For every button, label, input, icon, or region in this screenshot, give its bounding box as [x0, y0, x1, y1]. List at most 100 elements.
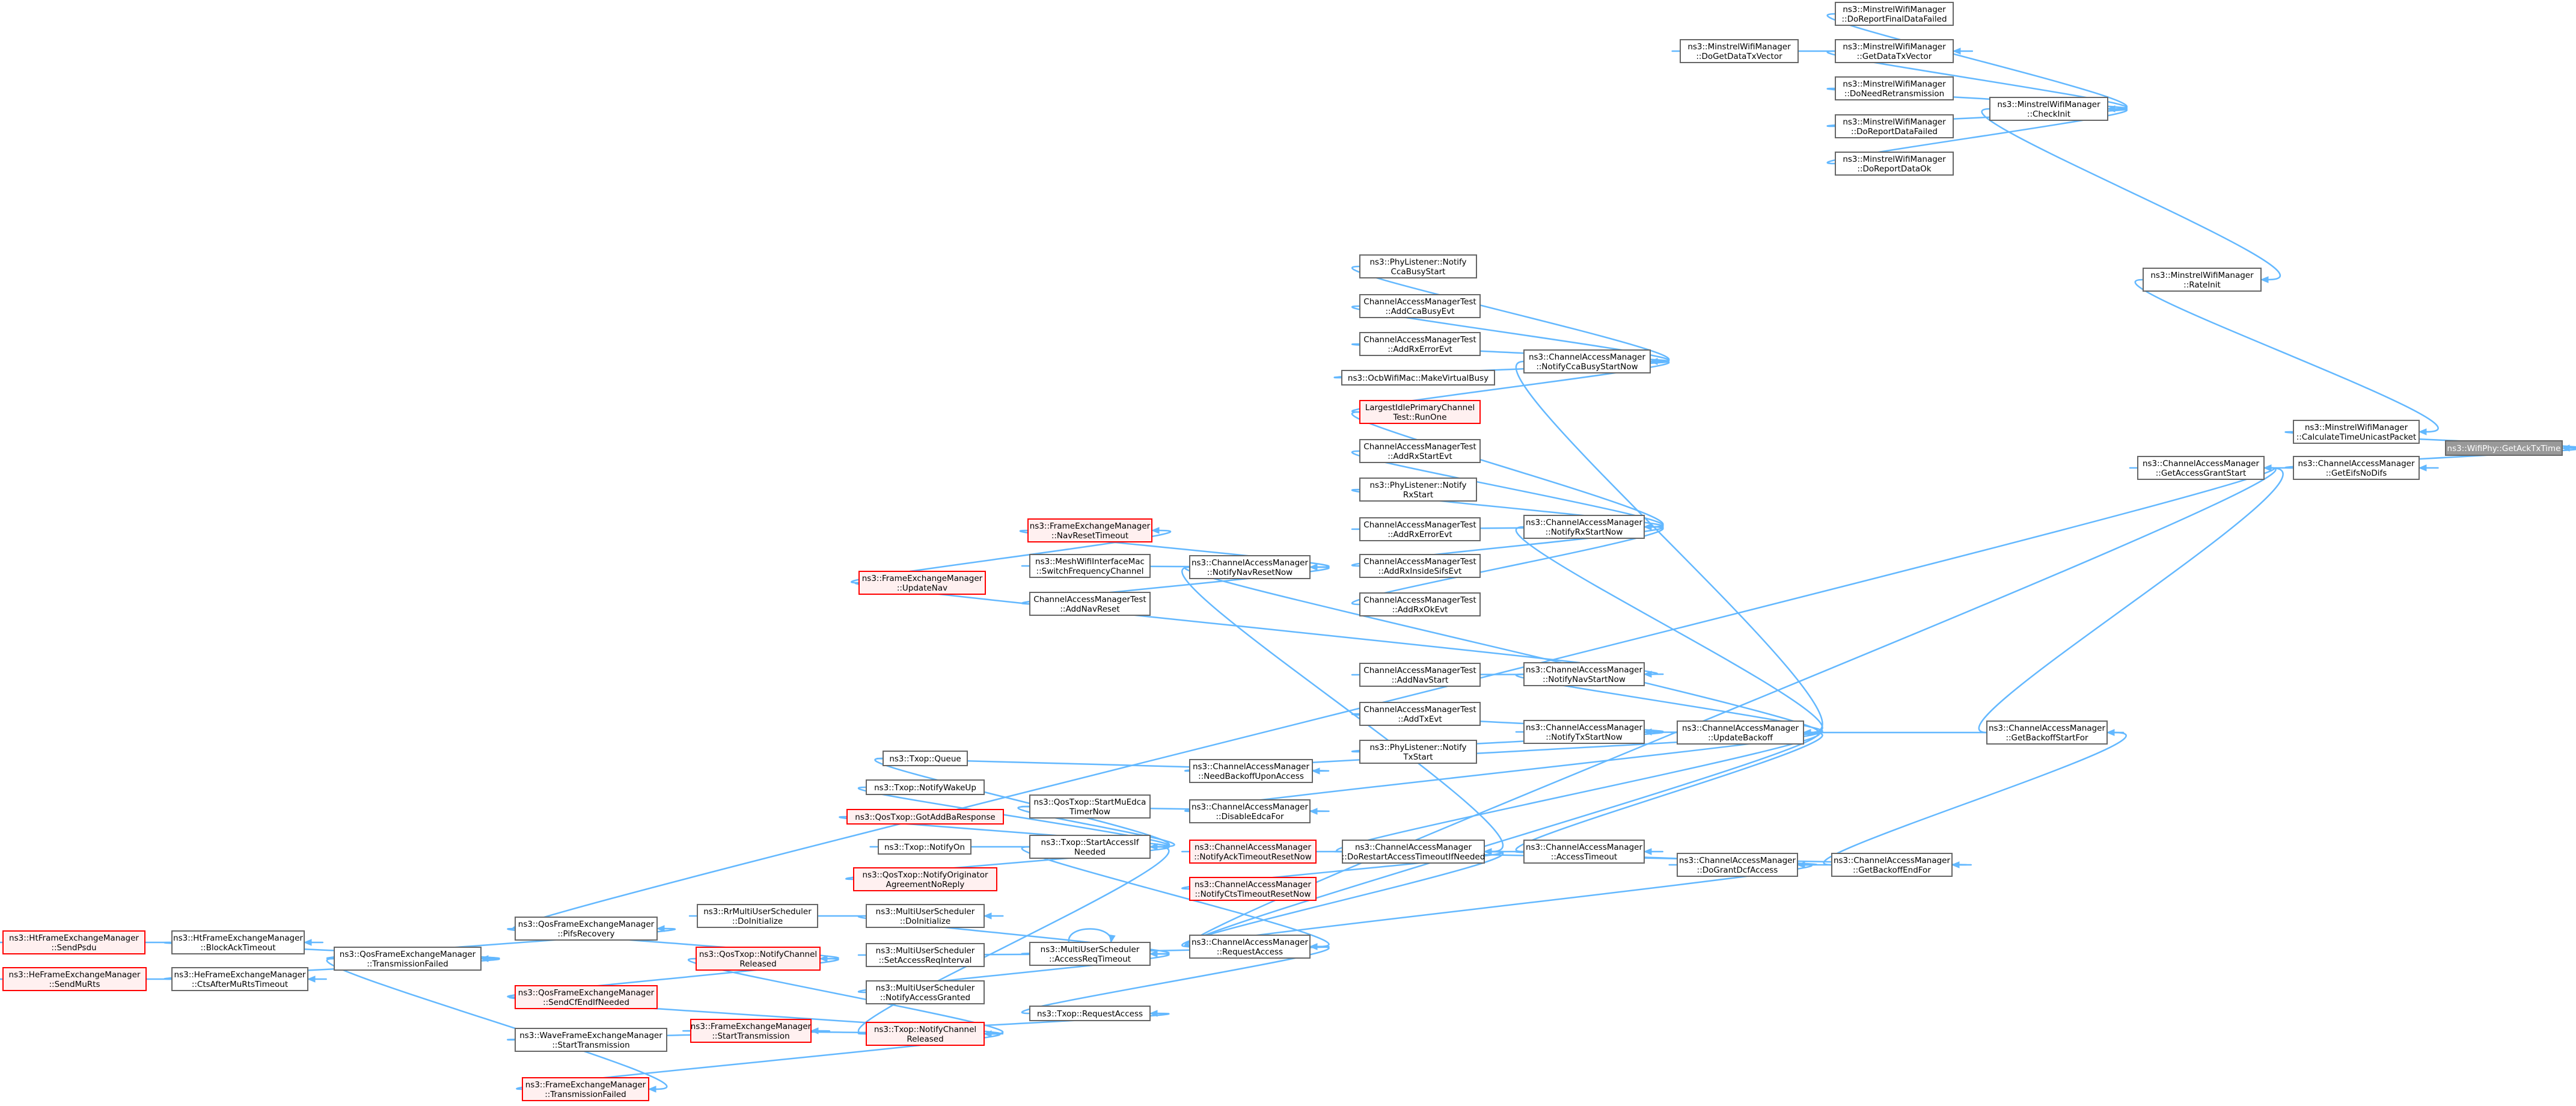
graph-node-txopqueue[interactable]: ns3::Txop::Queue — [883, 751, 968, 766]
graph-node-notifyrxstart[interactable]: ns3::ChannelAccessManager::NotifyRxStart… — [1523, 515, 1645, 539]
edge-line — [1515, 673, 1823, 734]
graph-node-txopnotifyon[interactable]: ns3::Txop::NotifyOn — [878, 839, 971, 855]
graph-node-notifyctstimeout[interactable]: ns3::ChannelAccessManager::NotifyCtsTime… — [1189, 877, 1317, 901]
graph-node-munotifygranted[interactable]: ns3::MultiUserScheduler::NotifyAccessGra… — [866, 980, 985, 1004]
graph-node-notifynavreset[interactable]: ns3::ChannelAccessManager::NotifyNavRese… — [1189, 555, 1311, 579]
graph-node-getacktxtime[interactable]: ns3::WifiPhy::GetAckTxTime — [2445, 440, 2563, 456]
graph-node-muaccessreqtimeout[interactable]: ns3::MultiUserScheduler::AccessReqTimeou… — [1029, 942, 1151, 966]
graph-node-doreportdatafailed[interactable]: ns3::MinstrelWifiManager::DoReportDataFa… — [1835, 114, 1954, 138]
edge-arrowhead — [2106, 105, 2116, 112]
graph-node-hefemctsafter[interactable]: ns3::HeFrameExchangeManager::CtsAfterMuR… — [171, 967, 308, 991]
graph-node-notifyacktimeout[interactable]: ns3::ChannelAccessManager::NotifyAckTime… — [1189, 840, 1317, 864]
edge-line — [858, 786, 1170, 848]
graph-node-mudoinit[interactable]: ns3::MultiUserScheduler::DoInitialize — [866, 904, 985, 928]
graph-node-htfemsendpsdu[interactable]: ns3::HtFrameExchangeManager::SendPsdu — [2, 930, 145, 954]
graph-node-doneedretx[interactable]: ns3::MinstrelWifiManager::DoNeedRetransm… — [1835, 76, 1954, 100]
graph-node-dorestart[interactable]: ns3::ChannelAccessManager::DoRestartAcce… — [1342, 840, 1485, 864]
edge-line — [1826, 108, 2128, 165]
graph-node-notifynavstart[interactable]: ns3::ChannelAccessManager::NotifyNavStar… — [1523, 662, 1645, 686]
graph-node-checkinit[interactable]: ns3::MinstrelWifiManager::CheckInit — [1989, 97, 2108, 121]
node-box — [1523, 720, 1645, 744]
graph-node-getaccessgrantstart[interactable]: ns3::ChannelAccessManager::GetAccessGran… — [2137, 456, 2265, 480]
edge-arrowhead — [1951, 861, 1960, 868]
graph-node-rateinit[interactable]: ns3::MinstrelWifiManager::RateInit — [2143, 268, 2262, 292]
graph-node-htfemblockack[interactable]: ns3::HtFrameExchangeManager::BlockAckTim… — [171, 930, 305, 954]
node-box — [171, 967, 308, 991]
graph-node-testaddtx[interactable]: ChannelAccessManagerTest::AddTxEvt — [1359, 702, 1481, 726]
node-box — [1359, 294, 1481, 318]
graph-node-txopnotifywake[interactable]: ns3::Txop::NotifyWakeUp — [866, 779, 985, 795]
graph-edge-notifyrxstart-to-updatebackoff — [1516, 526, 1823, 736]
node-box — [2293, 420, 2420, 444]
node-label-line: ::AddRxErrorEvt — [1387, 345, 1452, 354]
graph-node-qosfemsendcf[interactable]: ns3::QosFrameExchangeManager::SendCfEndI… — [515, 985, 658, 1009]
graph-node-geteifsnodifs[interactable]: ns3::ChannelAccessManager::GetEifsNoDifs — [2293, 456, 2420, 480]
node-label-line: ::AddCcaBusyEvt — [1385, 307, 1454, 316]
edge-arrowhead — [1649, 358, 1658, 365]
node-box — [1029, 835, 1151, 859]
graph-node-notifyccabusy[interactable]: ns3::ChannelAccessManager::NotifyCcaBusy… — [1523, 349, 1651, 373]
graph-node-testaddnavreset[interactable]: ChannelAccessManagerTest::AddNavReset — [1029, 592, 1151, 616]
graph-node-testaddnavstart[interactable]: ChannelAccessManagerTest::AddNavStart — [1359, 663, 1481, 687]
graph-node-qosfemtxfailed[interactable]: ns3::QosFrameExchangeManager::Transmissi… — [334, 947, 482, 971]
graph-node-rrmudoinit[interactable]: ns3::RrMultiUserScheduler::DoInitialize — [697, 904, 818, 928]
graph-node-notifytxstart[interactable]: ns3::ChannelAccessManager::NotifyTxStart… — [1523, 720, 1645, 744]
node-box — [1986, 720, 2108, 745]
graph-node-phyrxstart[interactable]: ns3::PhyListener::NotifyRxStart — [1359, 478, 1477, 502]
node-box — [515, 985, 658, 1009]
graph-node-doreportdataok[interactable]: ns3::MinstrelWifiManager::DoReportDataOk — [1835, 152, 1954, 176]
graph-edge-checkinit-to-rateinit — [1981, 108, 2281, 283]
graph-node-hefemsendmurts[interactable]: ns3::HeFrameExchangeManager::SendMuRts — [2, 967, 147, 991]
graph-node-testaddrxinside[interactable]: ChannelAccessManagerTest::AddRxInsideSif… — [1359, 554, 1481, 578]
graph-edge-largestidle-to-notifyrxstart — [1351, 411, 1664, 530]
node-label-line: ::AddNavReset — [1060, 604, 1119, 614]
edge-line — [1351, 343, 1670, 363]
edge-line — [1184, 566, 1819, 734]
graph-node-getbackoffstartfor[interactable]: ns3::ChannelAccessManager::GetBackoffSta… — [1986, 720, 2108, 745]
graph-node-dograntdcf[interactable]: ns3::ChannelAccessManager::DoGrantDcfAcc… — [1677, 853, 1798, 877]
graph-node-testaddrxerr2[interactable]: ChannelAccessManagerTest::AddRxErrorEvt — [1359, 517, 1481, 541]
graph-node-dogetdatatxvec[interactable]: ns3::MinstrelWifiManager::DoGetDataTxVec… — [1680, 39, 1799, 63]
node-label-line: ns3::ChannelAccessManager — [2298, 459, 2415, 469]
node-label-line: ns3::QosTxop::NotifyOriginator — [862, 870, 988, 880]
graph-edge-getbackoffstartfor-to-getaccessgrantstart — [1978, 464, 2284, 734]
graph-node-femnavreset[interactable]: ns3::FrameExchangeManager::NavResetTimeo… — [1027, 518, 1152, 542]
graph-node-qosfempifs[interactable]: ns3::QosFrameExchangeManager::PifsRecove… — [515, 917, 658, 941]
graph-node-femtxfailed[interactable]: ns3::FrameExchangeManager::TransmissionF… — [522, 1077, 649, 1101]
node-label-line: ns3::MinstrelWifiManager — [1687, 42, 1791, 52]
edge-arrowhead — [1311, 767, 1320, 775]
node-label-line: ns3::WifiPhy::GetAckTxTime — [2447, 444, 2561, 453]
graph-node-testaddrxok[interactable]: ChannelAccessManagerTest::AddRxOkEvt — [1359, 592, 1481, 616]
graph-node-calctimeunicast[interactable]: ns3::MinstrelWifiManager::CalculateTimeU… — [2293, 420, 2420, 444]
graph-node-getdatatxvec[interactable]: ns3::MinstrelWifiManager::GetDataTxVecto… — [1835, 39, 1954, 63]
node-label-line: ns3::QosTxop::StartMuEdca — [1034, 797, 1146, 807]
graph-node-accesstimeout[interactable]: ns3::ChannelAccessManager::AccessTimeout — [1523, 840, 1645, 864]
graph-node-testaddrxerr1[interactable]: ChannelAccessManagerTest::AddRxErrorEvt — [1359, 332, 1481, 356]
graph-node-ocbmakevirtbusy[interactable]: ns3::OcbWifiMac::MakeVirtualBusy — [1341, 370, 1495, 386]
graph-node-getbackoffendfor[interactable]: ns3::ChannelAccessManager::GetBackoffEnd… — [1831, 853, 1953, 877]
graph-node-femupdatenav[interactable]: ns3::FrameExchangeManager::UpdateNav — [858, 571, 986, 595]
graph-node-phyccabusy[interactable]: ns3::PhyListener::NotifyCcaBusyStart — [1359, 254, 1477, 278]
graph-node-wavefemstarttx[interactable]: ns3::WaveFrameExchangeManager::StartTran… — [515, 1028, 667, 1052]
node-label-line: ns3::ChannelAccessManager — [1526, 723, 1643, 733]
graph-node-txoprequestaccess[interactable]: ns3::Txop::RequestAccess — [1029, 1006, 1151, 1021]
graph-node-requestaccess[interactable]: ns3::ChannelAccessManager::RequestAccess — [1189, 935, 1311, 959]
graph-node-musetaccessint[interactable]: ns3::MultiUserScheduler::SetAccessReqInt… — [866, 943, 985, 967]
graph-node-qosgotaddba[interactable]: ns3::QosTxop::GotAddBaResponse — [846, 809, 1004, 825]
graph-node-testaddccabusy[interactable]: ChannelAccessManagerTest::AddCcaBusyEvt — [1359, 294, 1481, 318]
graph-node-updatebackoff[interactable]: ns3::ChannelAccessManager::UpdateBackoff — [1677, 720, 1804, 745]
graph-node-doreportfinal[interactable]: ns3::MinstrelWifiManager::DoReportFinalD… — [1835, 2, 1954, 26]
graph-node-needbackoff[interactable]: ns3::ChannelAccessManager::NeedBackoffUp… — [1189, 759, 1313, 783]
graph-node-testaddrxstart[interactable]: ChannelAccessManagerTest::AddRxStartEvt — [1359, 439, 1481, 463]
graph-node-meshswitch[interactable]: ns3::MeshWifiInterfaceMac::SwitchFrequen… — [1029, 554, 1151, 578]
graph-node-disableedca[interactable]: ns3::ChannelAccessManager::DisableEdcaFo… — [1189, 799, 1311, 823]
graph-node-femstarttx[interactable]: ns3::FrameExchangeManager::StartTransmis… — [690, 1019, 812, 1043]
graph-edge-rrmudoinit-to-mudoinit — [689, 912, 1004, 920]
graph-node-qosnotifyorig[interactable]: ns3::QosTxop::NotifyOriginatorAgreementN… — [853, 867, 997, 891]
graph-node-phytxstart[interactable]: ns3::PhyListener::NotifyTxStart — [1359, 740, 1477, 764]
